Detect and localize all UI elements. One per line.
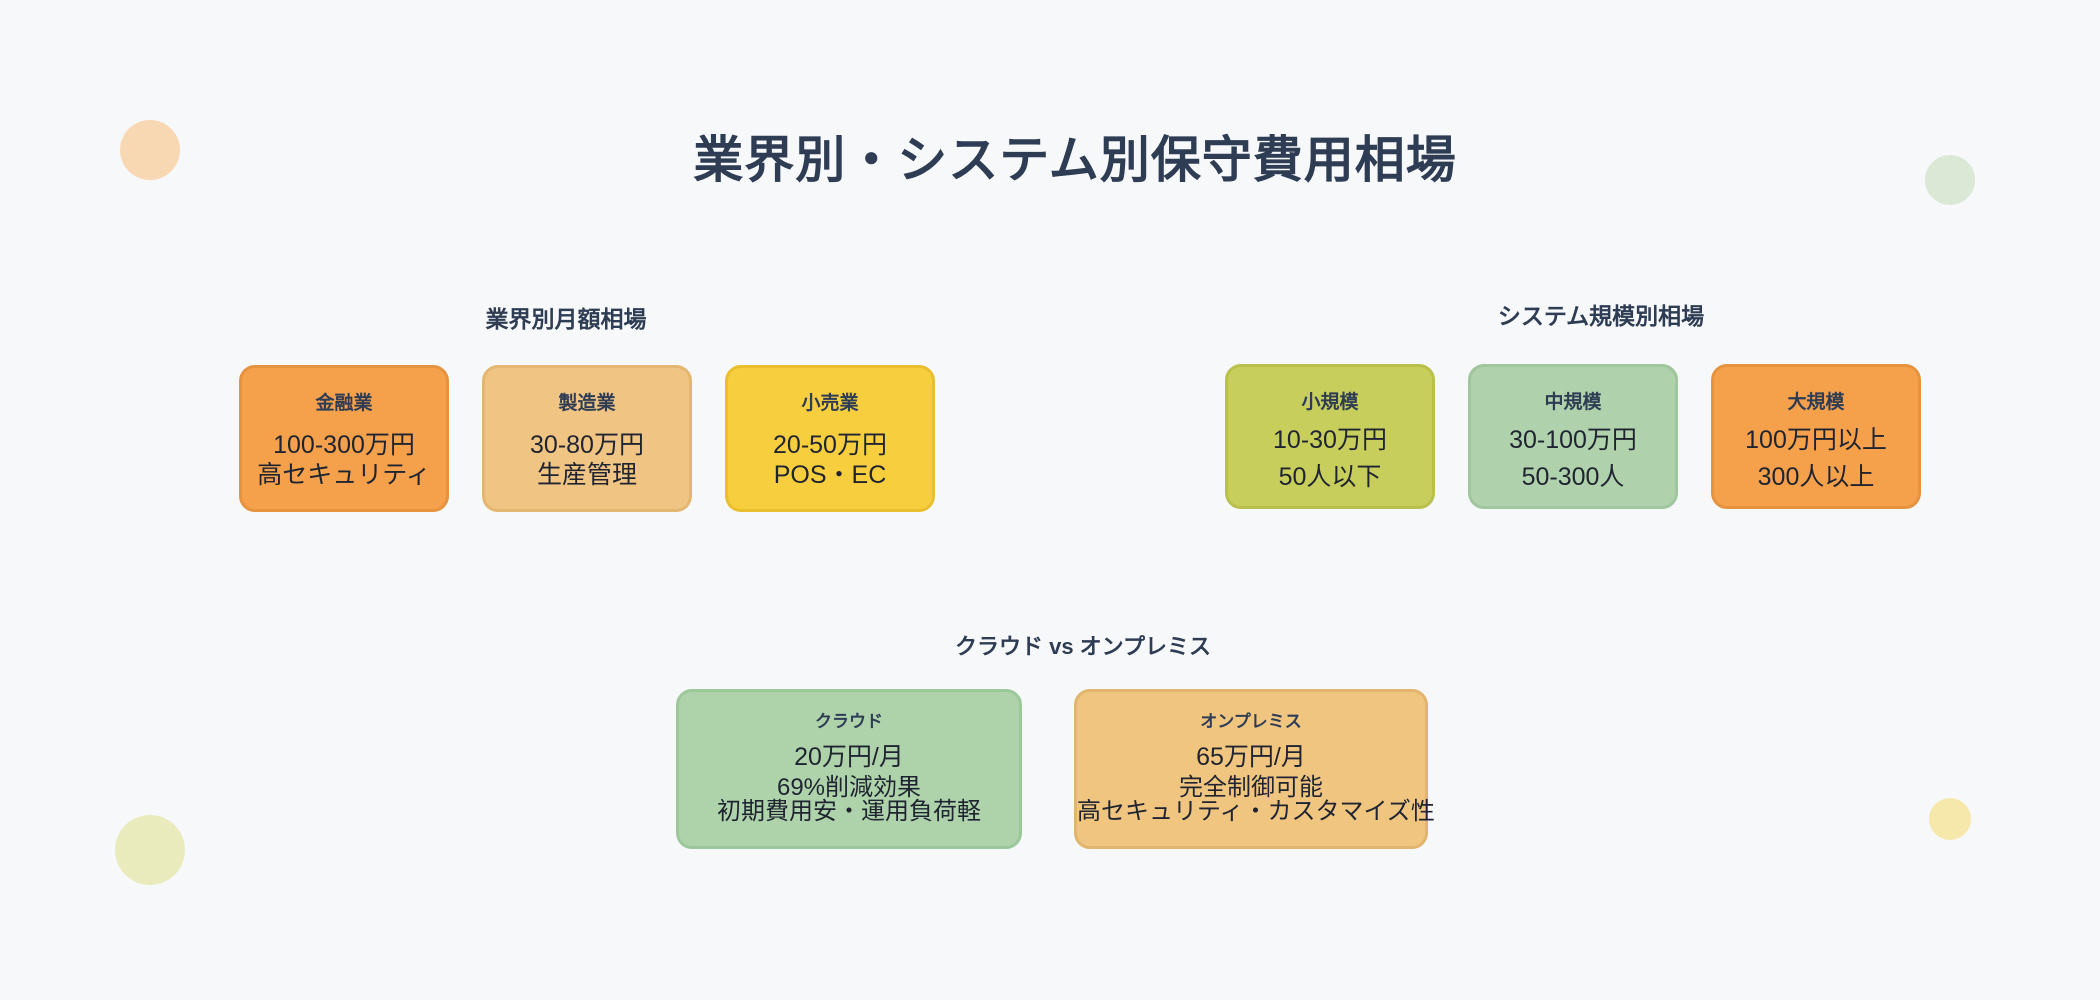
decor-circle-top-right [1925,155,1975,205]
card-price-range: 10-30万円 [1273,426,1387,454]
card-price-range: 30-80万円 [530,431,644,459]
system-scale-cards-row: 小規模 10-30万円 50人以下 中規模 30-100万円 50-300人 大… [1225,364,1921,509]
card-small-scale: 小規模 10-30万円 50人以下 [1225,364,1435,509]
card-label: 小売業 [801,393,859,414]
card-price-range: 100万円以上 [1745,426,1887,454]
card-finance-industry: 金融業 100-300万円 高セキュリティ [239,365,449,512]
cloud-vs-onprem-cards-row: クラウド 20万円/月 69%削減効果 初期費用安・運用負荷軽 オンプレミス 6… [676,689,1435,849]
section-title-system-scale: システム規模別相場 [1497,303,1705,329]
section-title-cloud-vs-onprem: クラウド vs オンプレミス [954,634,1212,659]
card-note: 高セキュリティ・カスタマイズ性 [1077,798,1435,825]
card-note: 初期費用安・運用負荷軽 [717,798,981,825]
card-price-range: 100-300万円 [273,431,415,459]
card-label: 製造業 [558,393,616,414]
section-title-industry: 業界別月額相場 [485,306,647,332]
card-retail-industry: 小売業 20-50万円 POS・EC [725,365,935,512]
card-price-range: 30-100万円 [1509,426,1637,454]
industry-cards-row: 金融業 100-300万円 高セキュリティ 製造業 30-80万円 生産管理 小… [239,365,935,512]
card-price-range: 20-50万円 [773,431,887,459]
card-label: オンプレミス [1200,712,1302,731]
card-headcount: 50人以下 [1278,463,1382,491]
card-cloud: クラウド 20万円/月 69%削減効果 初期費用安・運用負荷軽 [676,689,1022,849]
card-monthly-price: 65万円/月 [1196,743,1306,771]
card-note: 生産管理 [536,461,637,489]
card-benefit: 完全制御可能 [1179,774,1323,801]
card-headcount: 300人以上 [1757,463,1875,491]
card-label: 大規模 [1787,392,1845,413]
card-note: POS・EC [773,461,887,489]
decor-circle-top-left [120,120,180,180]
card-label: 金融業 [315,393,373,414]
decor-circle-bottom-left [115,815,185,885]
card-headcount: 50-300人 [1521,463,1625,491]
page-title: 業界別・システム別保守費用相場 [693,132,1457,188]
card-monthly-price: 20万円/月 [794,743,904,771]
card-note: 高セキュリティ [257,461,431,489]
card-manufacturing-industry: 製造業 30-80万円 生産管理 [482,365,692,512]
card-large-scale: 大規模 100万円以上 300人以上 [1711,364,1921,509]
card-onpremise: オンプレミス 65万円/月 完全制御可能 高セキュリティ・カスタマイズ性 [1074,689,1435,849]
decor-circle-bottom-right [1929,798,1971,840]
card-label: 小規模 [1301,392,1359,413]
card-label: クラウド [815,712,883,731]
card-label: 中規模 [1544,392,1602,413]
card-benefit: 69%削減効果 [776,774,922,801]
card-medium-scale: 中規模 30-100万円 50-300人 [1468,364,1678,509]
